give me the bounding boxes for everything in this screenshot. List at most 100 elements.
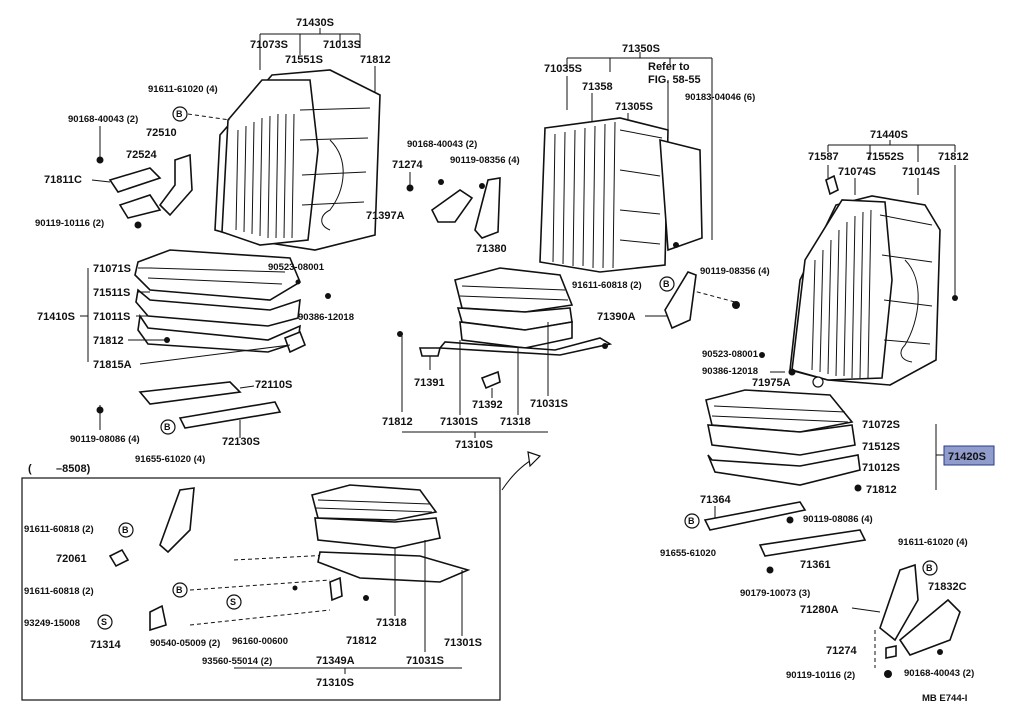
label-71310S: 71310S [455, 439, 493, 451]
label-72110S: 72110S [255, 379, 292, 391]
label-71274-center: 71274 [392, 159, 423, 171]
label-71430S: 71430S [296, 17, 334, 29]
label-71031S: 71031S [530, 398, 568, 410]
callout-b-3: B [659, 276, 675, 292]
label-71397A: 71397A [366, 210, 405, 222]
label-71318-inset: 71318 [376, 617, 407, 629]
figure-code: MB E744-I [922, 693, 967, 704]
label-72524: 72524 [126, 149, 157, 161]
label-91611-60818: 91611-60818 (2) [572, 280, 642, 291]
label-91611-60818-inset-b: 91611-60818 (2) [24, 586, 94, 597]
label-72130S: 72130S [222, 436, 260, 448]
label-72061: 72061 [56, 553, 87, 565]
label-71361: 71361 [800, 559, 831, 571]
r-seatback-ribs [811, 209, 933, 379]
callout-b-6: B [118, 522, 134, 538]
svg-text:B: B [176, 585, 183, 595]
label-71511S: 71511S [93, 287, 130, 299]
label-71071S: 71071S [93, 263, 131, 275]
label-90386-12018: 90386-12018 [298, 312, 354, 323]
svg-text:B: B [926, 563, 933, 573]
label-inset-range-open: ( [28, 463, 32, 475]
label-71072S: 71072S [862, 419, 900, 431]
label-71349A: 71349A [316, 655, 355, 667]
label-71012S: 71012S [862, 462, 900, 474]
label-91611-61020-r: 91611-61020 (4) [898, 537, 968, 548]
label-90119-08356-center: 90119-08356 (4) [450, 155, 520, 166]
svg-text:S: S [101, 617, 107, 627]
center-seat-group: 90168-40043 (2) 90119-08356 (4) 71274 71… [366, 43, 770, 451]
label-71440S: 71440S [870, 129, 908, 141]
label-90168-40043-r: 90168-40043 (2) [904, 668, 974, 679]
label-71035S: 71035S [544, 63, 582, 75]
label-71551S: 71551S [285, 54, 323, 66]
callout-s-2: S [226, 594, 242, 610]
label-71391: 71391 [414, 377, 445, 389]
label-90179-10073: 90179-10073 (3) [740, 588, 810, 599]
svg-text:B: B [663, 279, 670, 289]
rear-seatback-ribs [552, 121, 663, 269]
label-71013S: 71013S [323, 39, 361, 51]
label-71301S-inset: 71301S [444, 637, 482, 649]
label-71420S[interactable]: 71420S [948, 451, 986, 463]
label-71314: 71314 [90, 639, 121, 651]
label-90523-08001-r: 90523-08001 [702, 349, 759, 360]
label-71364: 71364 [700, 494, 731, 506]
label-71074S: 71074S [838, 166, 876, 178]
highlight-71420S[interactable]: 71420S [943, 445, 995, 466]
label-90119-08086: 90119-08086 (4) [70, 434, 140, 445]
label-90168-40043: 90168-40043 (2) [68, 114, 138, 125]
label-90540-05009: 90540-05009 (2) [150, 638, 220, 649]
callout-b-4: B [684, 513, 700, 529]
label-90119-10116-r: 90119-10116 (2) [786, 670, 855, 681]
svg-text:S: S [230, 597, 236, 607]
front-right-seat-group: 71440S 71587 71552S 71812 71074S 71014S … [660, 129, 995, 704]
label-91611-61020: 91611-61020 (4) [148, 84, 218, 95]
svg-text:B: B [176, 109, 183, 119]
label-71380: 71380 [476, 243, 507, 255]
label-71815A: 71815A [93, 359, 132, 371]
label-71011S: 71011S [93, 311, 130, 323]
label-90168-40043-center: 90168-40043 (2) [407, 139, 477, 150]
label-71552S: 71552S [866, 151, 904, 163]
label-71812-cushion: 71812 [93, 335, 124, 347]
label-71812-top: 71812 [360, 54, 391, 66]
label-71587: 71587 [808, 151, 839, 163]
label-71073S: 71073S [250, 39, 288, 51]
label-90119-10116: 90119-10116 (2) [35, 218, 104, 229]
label-71812-rc: 71812 [866, 484, 897, 496]
label-93249-15008: 93249-15008 [24, 618, 80, 629]
label-71390A: 71390A [597, 311, 636, 323]
label-71410S: 71410S [37, 311, 75, 323]
label-71274-r: 71274 [826, 645, 857, 657]
label-71358: 71358 [582, 81, 613, 93]
label-91655-61020: 91655-61020 (4) [135, 454, 205, 465]
callout-s-1: S [97, 614, 113, 630]
label-inset-range: –8508) [56, 463, 91, 475]
label-71301S: 71301S [440, 416, 478, 428]
label-90386-12018-r: 90386-12018 [702, 366, 758, 377]
label-90119-08086-r: 90119-08086 (4) [803, 514, 873, 525]
label-71512S: 71512S [862, 441, 900, 453]
label-71812-rear: 71812 [382, 416, 413, 428]
label-71811C: 71811C [44, 174, 82, 186]
label-71812-r: 71812 [938, 151, 969, 163]
label-refer-to: Refer to [648, 61, 690, 73]
label-91611-60818-inset: 91611-60818 (2) [24, 524, 94, 535]
label-71350S: 71350S [622, 43, 660, 55]
label-90523-08001: 90523-08001 [268, 262, 325, 273]
label-71305S: 71305S [615, 101, 653, 113]
callout-b-1: B [172, 106, 188, 122]
svg-text:B: B [688, 516, 695, 526]
label-71031S-inset: 71031S [406, 655, 444, 667]
label-90183-04046: 90183-04046 (6) [685, 92, 755, 103]
svg-text:B: B [122, 525, 129, 535]
label-71014S: 71014S [902, 166, 940, 178]
label-71392: 71392 [472, 399, 503, 411]
callout-b-2: B [160, 419, 176, 435]
callout-b-5: B [922, 560, 938, 576]
label-96160-00600: 96160-00600 [232, 636, 288, 647]
label-71832C: 71832C [928, 581, 967, 593]
label-71318: 71318 [500, 416, 531, 428]
